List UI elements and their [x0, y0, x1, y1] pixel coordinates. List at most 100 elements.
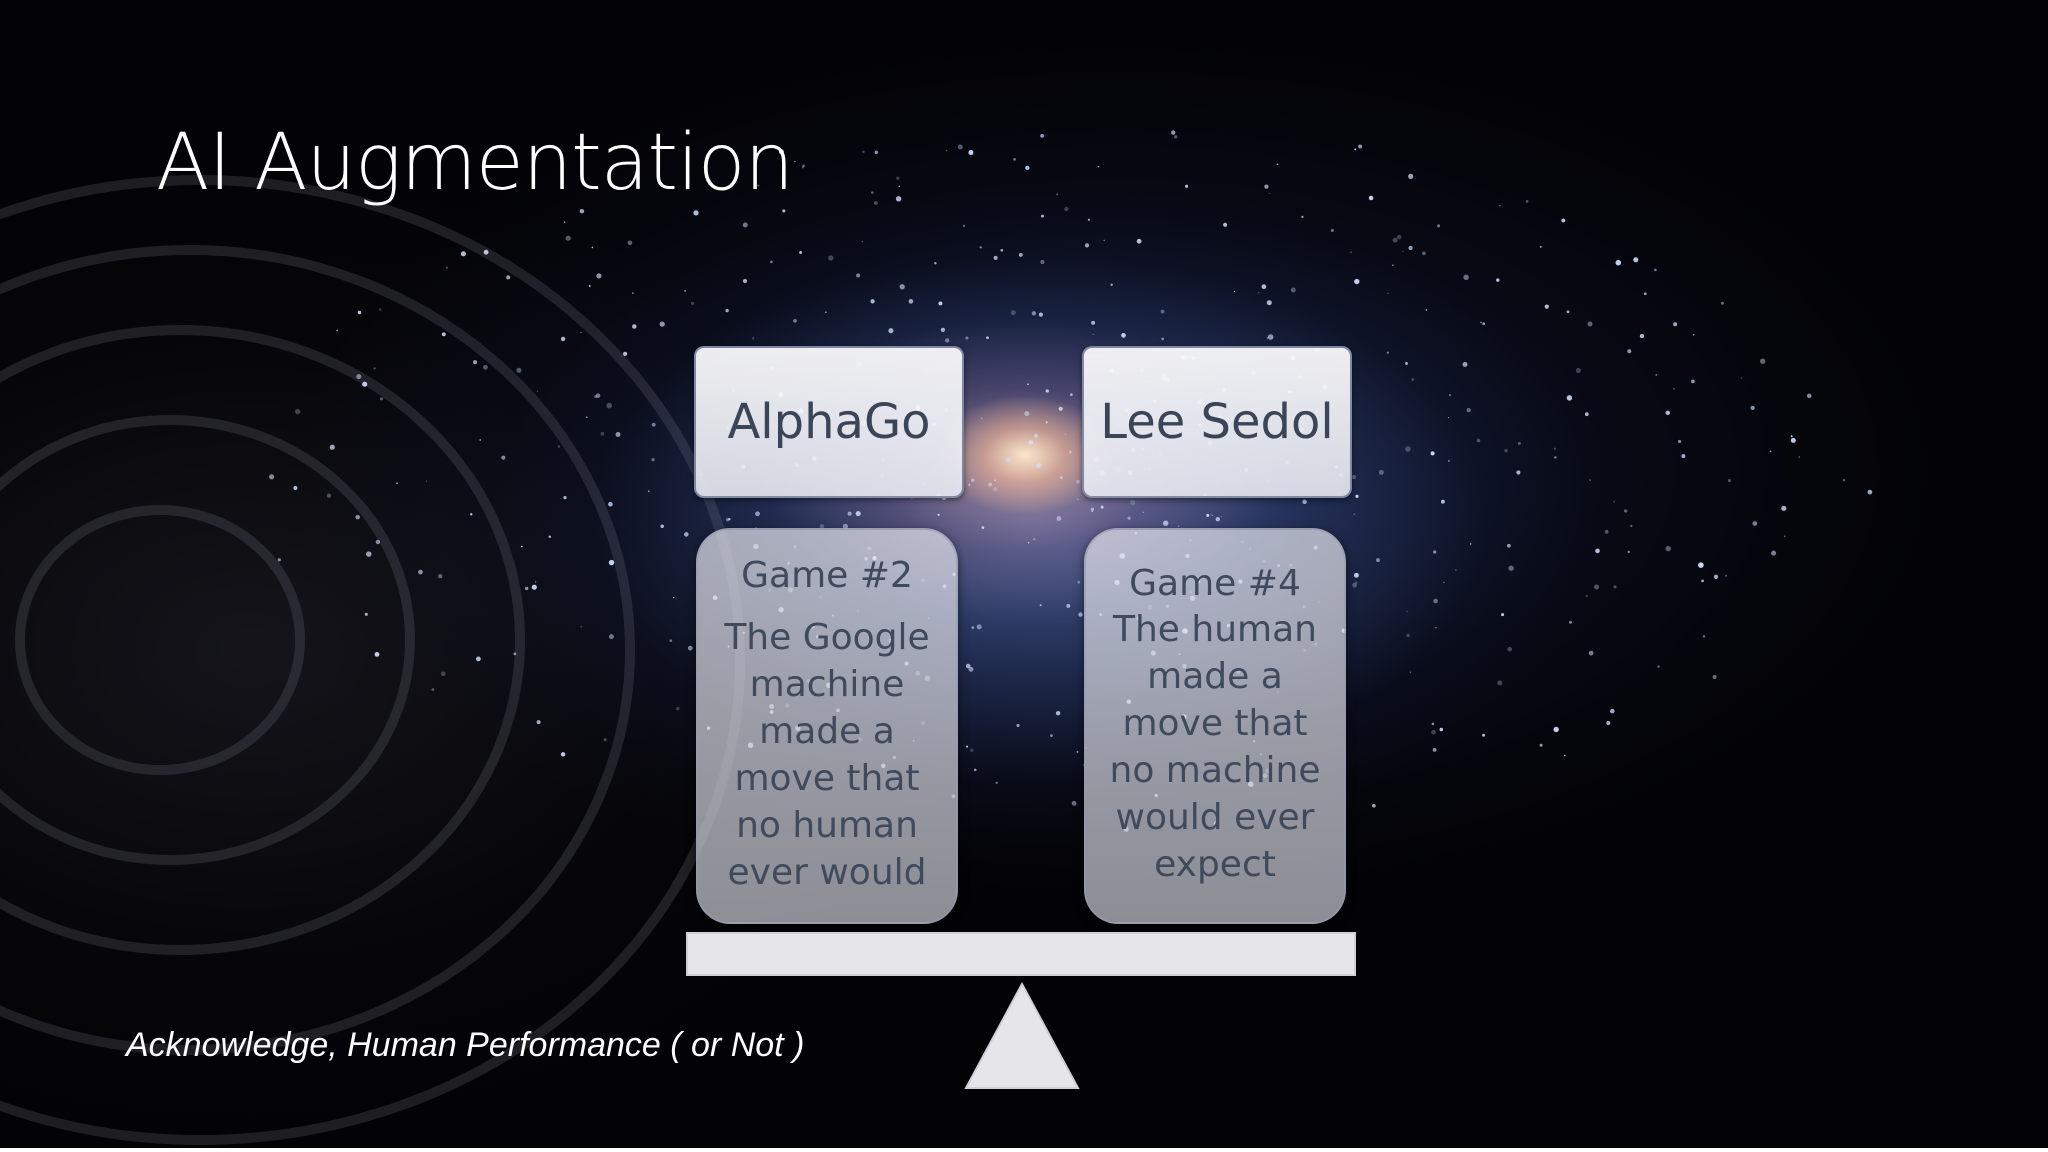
- star-dot: [1702, 635, 1706, 638]
- star-dot: [1097, 165, 1100, 168]
- star-dot: [1587, 321, 1593, 327]
- star-dot: [988, 482, 993, 487]
- star-dot: [1554, 456, 1557, 459]
- star-dot: [1713, 574, 1719, 579]
- star-dot: [993, 255, 998, 260]
- star-dot: [1504, 448, 1508, 453]
- star-dot: [1439, 727, 1444, 732]
- star-dot: [277, 558, 281, 562]
- star-dot: [608, 634, 614, 640]
- star-dot: [1033, 537, 1036, 541]
- star-dot: [1496, 278, 1500, 282]
- star-dot: [1177, 525, 1180, 527]
- star-dot: [995, 781, 998, 785]
- star-dot: [595, 393, 601, 398]
- star-dot: [1507, 543, 1511, 548]
- star-dot: [793, 319, 797, 323]
- star-dot: [1301, 215, 1304, 218]
- star-dot: [374, 651, 380, 657]
- star-dot: [1353, 513, 1356, 516]
- star-dot: [1606, 720, 1611, 726]
- star-dot: [1441, 499, 1445, 504]
- star-dot: [1206, 513, 1210, 517]
- star-dot: [1358, 144, 1363, 149]
- star-dot: [1406, 610, 1408, 613]
- star-dot: [1040, 259, 1045, 265]
- star-dot: [1431, 729, 1436, 735]
- star-dot: [1352, 582, 1357, 588]
- star-dot: [1084, 243, 1090, 248]
- star-dot: [1050, 734, 1053, 737]
- star-dot: [1013, 158, 1016, 161]
- star-dot: [801, 166, 804, 169]
- star-dot: [742, 222, 748, 228]
- star-dot: [1575, 368, 1581, 374]
- star-dot: [472, 360, 478, 365]
- star-dot: [778, 149, 784, 155]
- star-dot: [580, 626, 582, 628]
- star-dot: [565, 235, 571, 241]
- star-dot: [1162, 520, 1169, 527]
- star-dot: [802, 164, 805, 168]
- star-dot: [483, 249, 489, 255]
- star-dot: [356, 374, 362, 380]
- star-dot: [1569, 620, 1572, 624]
- star-dot: [1447, 417, 1450, 419]
- star-dot: [962, 224, 966, 228]
- star-dot: [870, 299, 875, 304]
- star-dot: [937, 513, 940, 517]
- star-dot: [1624, 509, 1628, 513]
- star-dot: [548, 535, 552, 538]
- star-dot: [676, 706, 680, 711]
- star-dot: [536, 720, 541, 725]
- star-dot: [1563, 754, 1566, 757]
- star-dot: [1031, 311, 1037, 316]
- lee-sedol-game-box: Game #4 The human made a move that no ma…: [1084, 528, 1346, 924]
- star-dot: [1055, 710, 1061, 716]
- star-dot: [1353, 572, 1359, 578]
- star-dot: [855, 511, 861, 517]
- star-dot: [1121, 333, 1126, 338]
- star-dot: [847, 511, 852, 516]
- star-dot: [1673, 322, 1678, 327]
- star-dot: [1066, 603, 1071, 608]
- star-dot: [580, 331, 582, 334]
- star-dot: [1692, 333, 1695, 336]
- star-dot: [563, 495, 567, 500]
- star-dot: [1354, 278, 1360, 285]
- star-dot: [1613, 501, 1615, 503]
- alphago-label-box: AlphaGo: [694, 346, 964, 498]
- star-dot: [968, 150, 974, 155]
- star-dot: [1497, 680, 1503, 686]
- star-dot: [799, 251, 803, 254]
- star-dot: [1059, 476, 1063, 480]
- star-dot: [1740, 377, 1743, 379]
- star-dot: [1100, 505, 1104, 509]
- star-dot: [632, 292, 634, 294]
- star-dot: [742, 278, 748, 284]
- star-dot: [615, 431, 621, 438]
- star-dot: [1056, 516, 1062, 521]
- lee-sedol-game-number: Game #4: [1129, 563, 1301, 604]
- star-dot: [1654, 268, 1657, 272]
- star-dot: [1643, 292, 1647, 296]
- star-dot: [1018, 252, 1023, 257]
- star-dot: [1724, 574, 1728, 577]
- star-dot: [945, 149, 948, 152]
- star-dot: [1454, 569, 1457, 571]
- star-dot: [1405, 446, 1411, 452]
- star-dot: [293, 486, 298, 490]
- star-dot: [1378, 469, 1384, 475]
- star-dot: [1476, 438, 1481, 443]
- star-dot: [1681, 454, 1686, 459]
- star-dot: [379, 397, 384, 401]
- star-dot: [1037, 462, 1042, 467]
- star-dot: [1350, 251, 1352, 253]
- star-dot: [691, 301, 695, 305]
- star-dot: [981, 526, 985, 529]
- star-dot: [1639, 334, 1644, 339]
- star-dot: [585, 416, 588, 419]
- star-dot: [1070, 393, 1073, 396]
- star-dot: [1027, 383, 1029, 386]
- star-dot: [1677, 439, 1682, 444]
